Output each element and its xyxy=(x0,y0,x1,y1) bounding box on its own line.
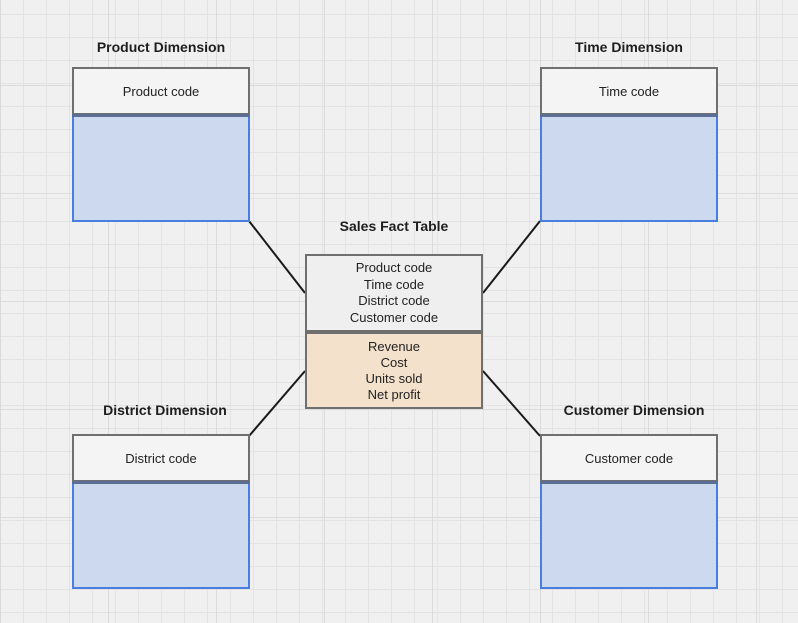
customer-dimension-body[interactable] xyxy=(540,481,718,589)
product-dimension-key[interactable]: Product code xyxy=(72,67,250,115)
product-dimension-body[interactable] xyxy=(72,114,250,222)
time-dimension-body[interactable] xyxy=(540,114,718,222)
product-dimension-title: Product Dimension xyxy=(96,39,226,55)
fact-table-keys[interactable]: Product code Time code District code Cus… xyxy=(305,254,483,332)
fact-key-customer: Customer code xyxy=(349,309,439,325)
connector-product[interactable] xyxy=(248,220,306,294)
customer-dimension-title: Customer Dimension xyxy=(563,402,705,418)
district-dimension-key[interactable]: District code xyxy=(72,434,250,482)
connector-time[interactable] xyxy=(482,220,541,294)
fact-table-measures[interactable]: Revenue Cost Units sold Net profit xyxy=(305,331,483,409)
customer-dimension-key[interactable]: Customer code xyxy=(540,434,718,482)
district-dimension-body[interactable] xyxy=(72,481,250,589)
fact-measure-cost: Cost xyxy=(380,354,408,370)
time-dimension-title: Time Dimension xyxy=(575,39,683,55)
fact-measure-units-sold: Units sold xyxy=(365,370,423,386)
fact-measure-revenue: Revenue xyxy=(367,338,421,354)
connector-customer[interactable] xyxy=(482,370,541,437)
time-dimension-key[interactable]: Time code xyxy=(540,67,718,115)
fact-table-title: Sales Fact Table xyxy=(339,218,449,234)
fact-measure-net-profit: Net profit xyxy=(367,386,421,402)
fact-key-time: Time code xyxy=(363,276,425,292)
fact-key-district: District code xyxy=(358,293,430,308)
fact-key-product: Product code xyxy=(355,260,433,275)
district-dimension-title: District Dimension xyxy=(103,402,227,418)
connector-district[interactable] xyxy=(248,370,306,437)
